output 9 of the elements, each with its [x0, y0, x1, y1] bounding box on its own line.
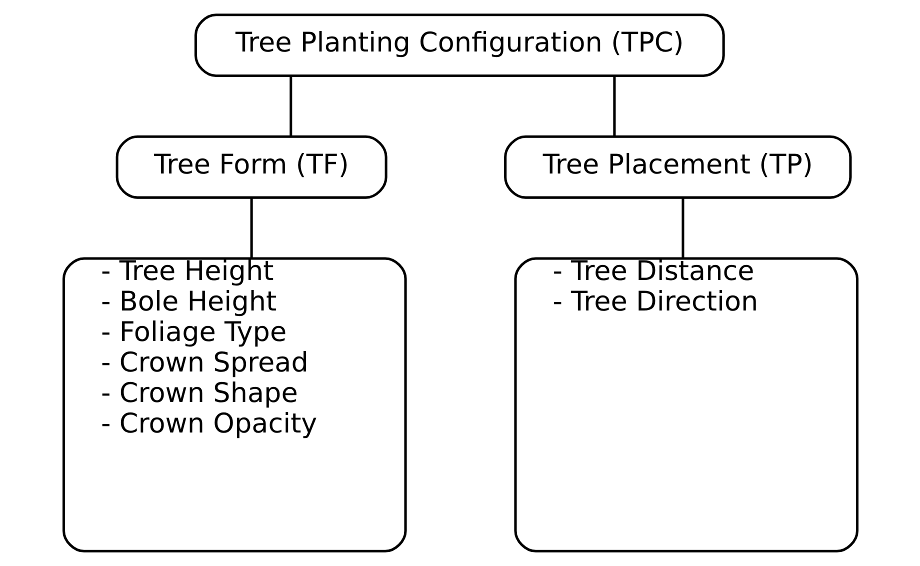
- node-box: Tree Placement (TP): [504, 135, 852, 199]
- connector: [681, 198, 684, 258]
- node-box: - Tree Height - Bole Height - Foliage Type - Crown Spread - Crown Shape - Crown Opacity: [62, 257, 406, 552]
- node-box: - Tree Distance - Tree Direction: [514, 257, 858, 552]
- connector: [250, 198, 252, 258]
- node-box: Tree Form (TF): [115, 135, 387, 199]
- connector: [289, 76, 292, 136]
- connector: [612, 76, 616, 136]
- node-box: Tree Planting Configuration (TPC): [194, 14, 724, 78]
